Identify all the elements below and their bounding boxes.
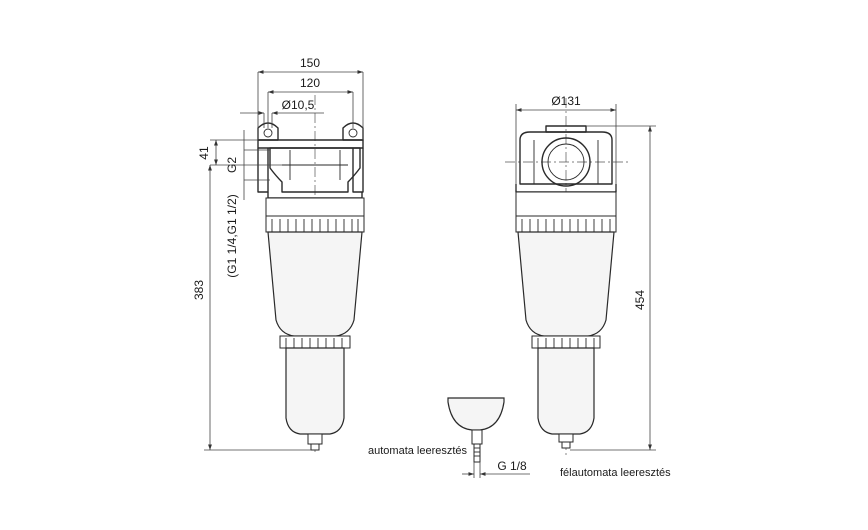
bracket-leg-right bbox=[352, 148, 364, 193]
filter-bowl bbox=[285, 347, 345, 435]
auto-drain-thread bbox=[473, 443, 481, 463]
right-filter-view bbox=[505, 98, 630, 455]
dim-383-label: 383 bbox=[192, 280, 206, 300]
filter-body bbox=[267, 231, 363, 337]
right-bowl-guard-ribs bbox=[537, 338, 595, 348]
bracket-leg-left bbox=[257, 148, 269, 193]
dim-131-label: Ø131 bbox=[551, 94, 581, 108]
bracket-plate bbox=[257, 139, 364, 149]
dim-454-label: 454 bbox=[633, 290, 647, 310]
dim-drain-thread-label: G 1/8 bbox=[497, 459, 527, 473]
right-ring-ribs bbox=[521, 219, 611, 232]
dim-150-label: 150 bbox=[300, 56, 320, 70]
filter-head bbox=[269, 147, 361, 193]
auto-drain-body bbox=[471, 429, 483, 445]
bowl-guard-ribs bbox=[285, 338, 343, 348]
auto-drain-cup bbox=[447, 397, 505, 431]
drain-tip bbox=[310, 443, 320, 451]
port-outer bbox=[541, 137, 591, 187]
coupling-ring bbox=[265, 197, 365, 217]
dim-port-g2-label: G2 bbox=[225, 157, 239, 173]
left-bracket-ear bbox=[257, 122, 279, 141]
semi-auto-drain-nut bbox=[558, 433, 574, 443]
right-coupling-ring bbox=[515, 191, 617, 217]
left-dimensions: 150 120 Ø10,5 41 G2 (G1 1/4,G1 1/2) 383 bbox=[192, 56, 364, 451]
bowl-guard-ring bbox=[279, 335, 351, 349]
left-bracket-hole bbox=[263, 128, 273, 138]
left-filter-view bbox=[257, 95, 365, 455]
dim-41-label: 41 bbox=[197, 146, 211, 160]
drain-nut bbox=[307, 433, 323, 445]
dim-120-label: 120 bbox=[300, 76, 320, 90]
right-ribbed-ring bbox=[515, 215, 617, 233]
dim-port-alt-label: (G1 1/4,G1 1/2) bbox=[225, 194, 239, 277]
ring-ribs bbox=[271, 219, 359, 232]
auto-drain-detail: G 1/8 bbox=[447, 397, 530, 478]
head-body bbox=[519, 131, 613, 185]
port-inner bbox=[547, 143, 585, 181]
dim-hole-label: Ø10,5 bbox=[282, 98, 315, 112]
right-bowl-guard bbox=[531, 335, 601, 349]
right-filter-body bbox=[517, 231, 615, 337]
ribbed-ring bbox=[265, 215, 365, 233]
right-filter-bowl bbox=[537, 347, 595, 435]
semi-auto-drain-tip bbox=[561, 441, 571, 449]
auto-drain-label: automata leeresztés bbox=[368, 445, 468, 457]
semi-auto-drain-label: félautomata leeresztés bbox=[560, 467, 671, 479]
right-dimensions: Ø131 454 bbox=[515, 94, 656, 451]
right-bracket-hole bbox=[348, 128, 358, 138]
